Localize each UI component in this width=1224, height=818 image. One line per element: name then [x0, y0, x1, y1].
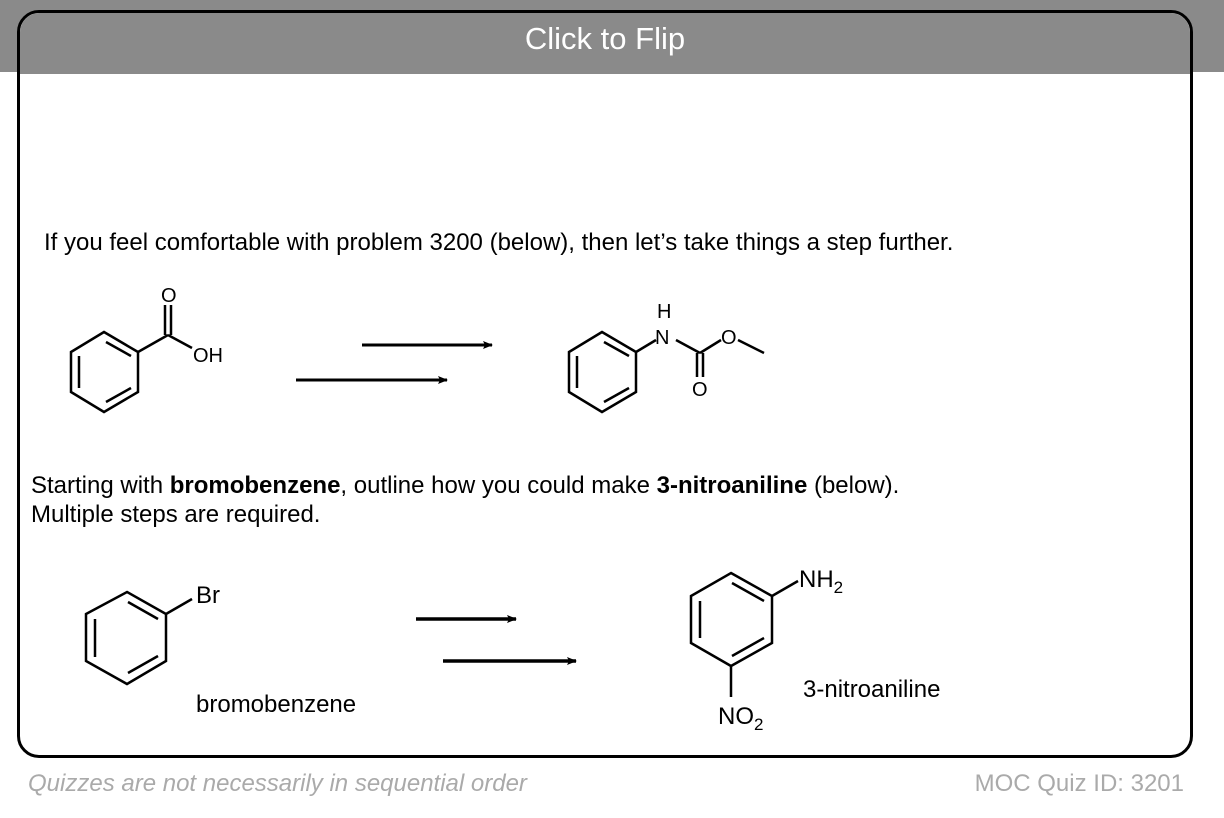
sequence-note: Quizzes are not necessarily in sequentia…	[28, 770, 527, 797]
problem-suffix: (below).	[807, 472, 900, 499]
problem-prefix: Starting with	[31, 472, 170, 499]
intro-text: If you feel comfortable with problem 320…	[44, 229, 954, 256]
h-label: H	[657, 301, 671, 323]
flip-header-button[interactable]: Click to Flip	[20, 13, 1190, 74]
n-label: N	[655, 327, 669, 349]
3-nitroaniline-name: 3-nitroaniline	[803, 676, 940, 703]
nh2-label: NH2	[799, 566, 843, 597]
oxygen-label: O	[161, 285, 177, 307]
carbonyl-oxygen-label: O	[692, 379, 708, 401]
start-material-bold: bromobenzene	[169, 472, 341, 499]
methyl-phenylcarbamate-structure: H N O O	[567, 301, 765, 414]
no2-label: NO2	[718, 703, 763, 734]
problem-text-line2: Multiple steps are required.	[31, 501, 321, 528]
quiz-id: MOC Quiz ID: 3201	[974, 770, 1184, 797]
br-label: Br	[196, 582, 220, 609]
oh-label: OH	[193, 345, 223, 367]
bromobenzene-structure: Br bromobenzene	[84, 582, 356, 718]
bromobenzene-name: bromobenzene	[196, 691, 356, 718]
ester-oxygen-label: O	[721, 327, 737, 349]
flashcard[interactable]: Click to Flip	[17, 10, 1193, 758]
3-nitroaniline-structure: NH2 NO2 3-nitroaniline	[689, 566, 940, 734]
target-bold: 3-nitroaniline	[656, 472, 808, 499]
benzoic-acid-structure: O OH	[69, 285, 223, 414]
problem-middle: , outline how you could make	[340, 472, 657, 499]
problem-text-line1: Starting with bromobenzene, outline how …	[31, 472, 899, 500]
